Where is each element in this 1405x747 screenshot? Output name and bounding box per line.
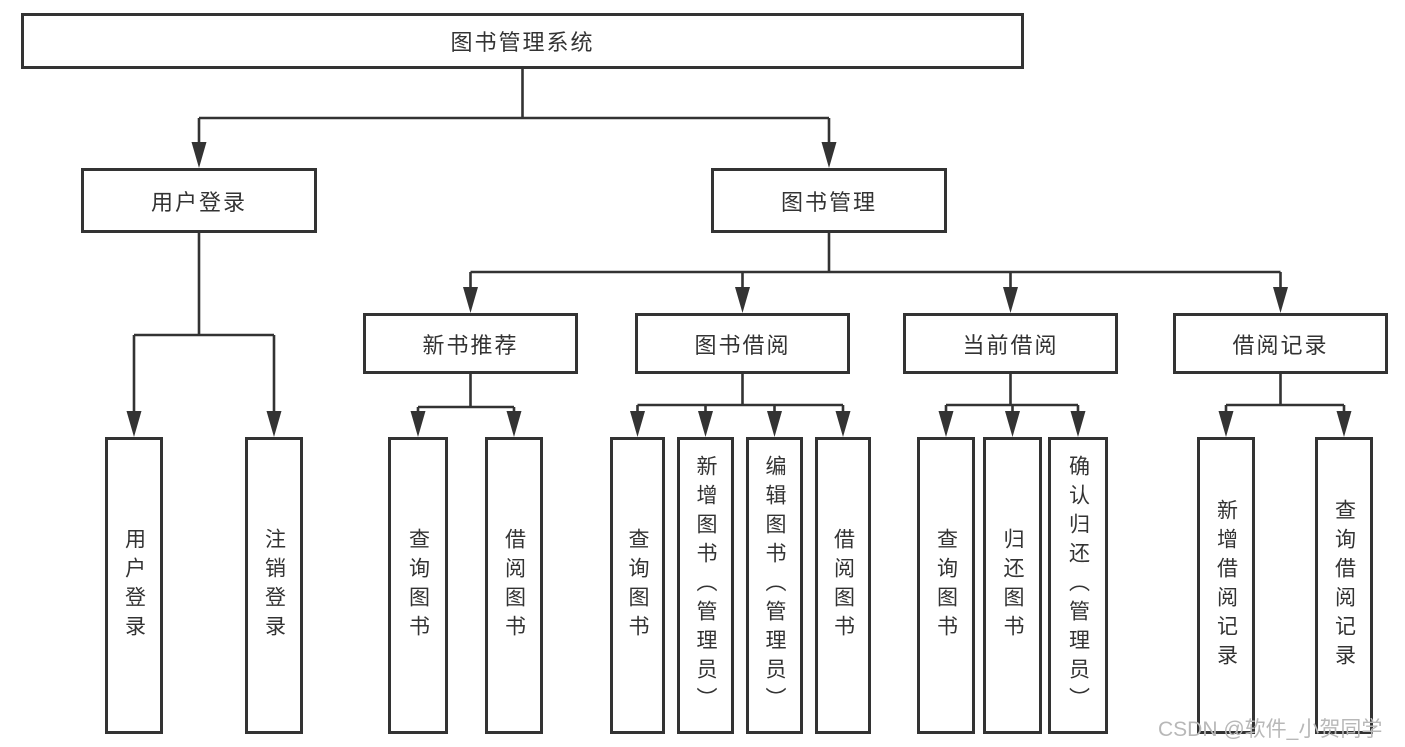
leaf-label: 查询图书 bbox=[934, 527, 958, 644]
node-section-new-book-recommend: 新书推荐 bbox=[363, 313, 578, 374]
node-root-system: 图书管理系统 bbox=[21, 13, 1024, 69]
node-leaf-edit-book-admin: 编辑图书（管理员） bbox=[746, 437, 803, 734]
arrowhead-icons bbox=[126, 142, 1352, 437]
node-leaf-query-borrow-record: 查询借阅记录 bbox=[1315, 437, 1373, 734]
connector-lines bbox=[132, 69, 1346, 415]
node-leaf-query-books-borrow: 查询图书 bbox=[610, 437, 665, 734]
node-section-book-borrow: 图书借阅 bbox=[635, 313, 850, 374]
leaf-label: 归还图书 bbox=[1001, 527, 1024, 644]
leaf-label: 借阅图书 bbox=[831, 527, 855, 644]
leaf-label: 用户登录 bbox=[122, 527, 146, 644]
node-leaf-borrow-books: 借阅图书 bbox=[815, 437, 871, 734]
node-leaf-return-book: 归还图书 bbox=[983, 437, 1042, 734]
leaf-label: 确认归还（管理员） bbox=[1066, 455, 1090, 716]
node-leaf-query-books-current: 查询图书 bbox=[917, 437, 975, 734]
node-section-current-borrow: 当前借阅 bbox=[903, 313, 1118, 374]
leaf-label: 借阅图书 bbox=[502, 527, 526, 644]
node-leaf-borrow-books-recommend: 借阅图书 bbox=[485, 437, 543, 734]
leaf-label: 查询借阅记录 bbox=[1332, 498, 1356, 673]
node-branch-user-login: 用户登录 bbox=[81, 168, 317, 233]
leaf-label: 查询图书 bbox=[406, 527, 430, 644]
leaf-label: 编辑图书（管理员） bbox=[763, 455, 786, 716]
node-leaf-add-borrow-record: 新增借阅记录 bbox=[1197, 437, 1255, 734]
node-leaf-user-login: 用户登录 bbox=[105, 437, 163, 734]
leaf-label: 查询图书 bbox=[626, 527, 649, 644]
node-leaf-add-book-admin: 新增图书（管理员） bbox=[677, 437, 734, 734]
leaf-label: 新增图书（管理员） bbox=[694, 455, 717, 716]
node-leaf-query-books-recommend: 查询图书 bbox=[388, 437, 448, 734]
node-leaf-confirm-return-admin: 确认归还（管理员） bbox=[1048, 437, 1108, 734]
node-leaf-logout: 注销登录 bbox=[245, 437, 303, 734]
watermark: CSDN @软件_小贺同学 bbox=[1158, 718, 1383, 741]
node-branch-book-management: 图书管理 bbox=[711, 168, 947, 233]
leaf-label: 注销登录 bbox=[262, 527, 286, 644]
node-section-borrow-records: 借阅记录 bbox=[1173, 313, 1388, 374]
leaf-label: 新增借阅记录 bbox=[1214, 498, 1238, 673]
